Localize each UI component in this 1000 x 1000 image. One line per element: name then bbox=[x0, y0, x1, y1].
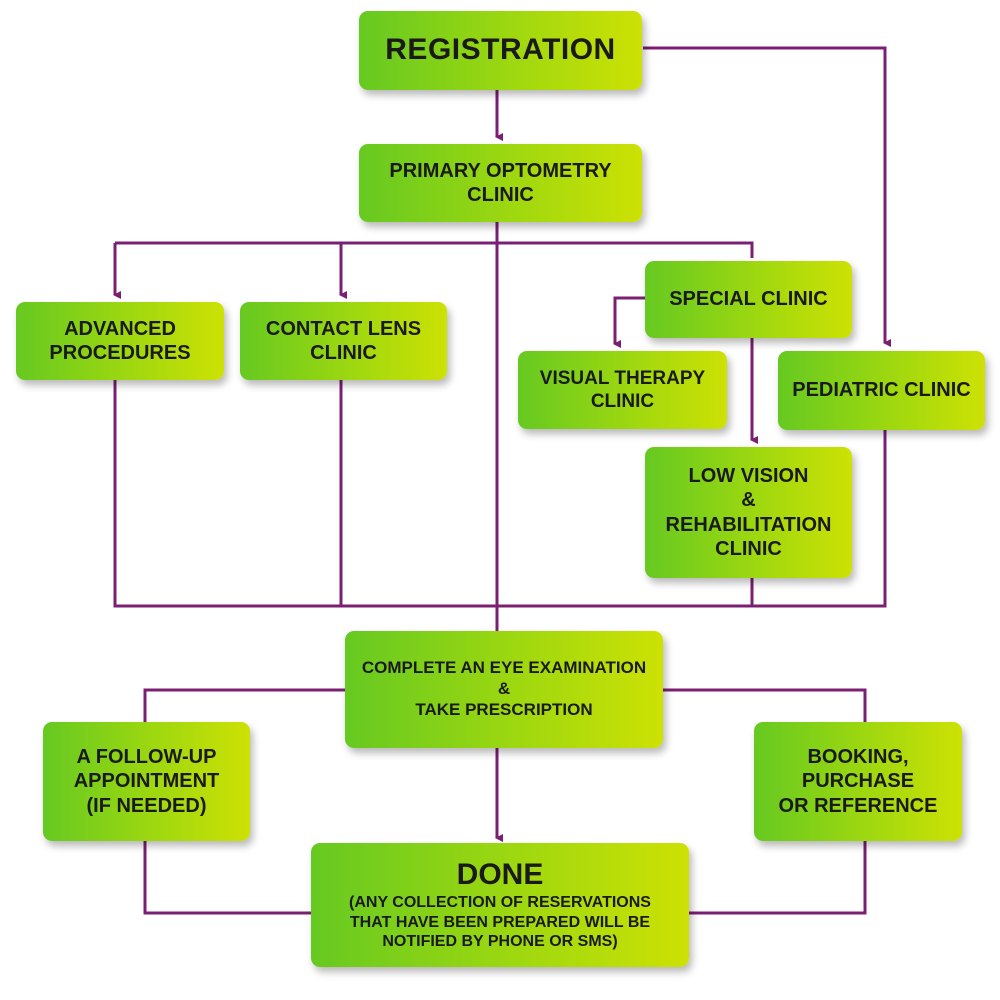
special-clinic-node: SPECIAL CLINIC bbox=[645, 261, 852, 338]
eye-examination-node: COMPLETE AN EYE EXAMINATION&TAKE PRESCRI… bbox=[345, 631, 663, 748]
done-title: DONE bbox=[456, 858, 544, 892]
special-clinic-label-line-1: SPECIAL CLINIC bbox=[669, 288, 828, 311]
done-line-3: NOTIFIED BY PHONE OR SMS) bbox=[382, 933, 618, 951]
connector-exam-booking bbox=[663, 688, 867, 722]
connector-exam-followup bbox=[143, 688, 345, 722]
eye-examination-label-line-1: COMPLETE AN EYE EXAMINATION bbox=[361, 658, 647, 678]
visual-therapy-clinic-label-line-1: VISUAL THERAPY bbox=[539, 367, 706, 389]
done-line-1: (ANY COLLECTION OF RESERVATIONS bbox=[349, 894, 651, 912]
primary-optometry-clinic-label-line-2: CLINIC bbox=[467, 184, 534, 206]
follow-up-appointment-label-line-2: APPOINTMENT bbox=[73, 770, 220, 793]
visual-therapy-clinic-label-line-2: CLINIC bbox=[590, 391, 655, 412]
registration-label-line-1: REGISTRATION bbox=[385, 33, 616, 67]
contact-lens-clinic-label-line-1: CONTACT LENS bbox=[265, 317, 422, 340]
pediatric-clinic-node: PEDIATRIC CLINIC bbox=[778, 351, 985, 430]
primary-optometry-clinic-label-line-1: PRIMARY OPTOMETRY bbox=[389, 159, 612, 182]
contact-lens-clinic-label-line-2: CLINIC bbox=[310, 342, 377, 364]
registration-node: REGISTRATION bbox=[359, 11, 642, 90]
eye-examination-label-line-3: TAKE PRESCRIPTION bbox=[415, 699, 593, 719]
booking-purchase-reference-label-line-3: OR REFERENCE bbox=[778, 794, 938, 817]
eye-examination-label-line-2: & bbox=[497, 679, 511, 699]
booking-purchase-reference-label-line-2: PURCHASE bbox=[801, 770, 915, 793]
advanced-procedures-label-line-2: PROCEDURES bbox=[49, 342, 191, 364]
connector-registration-pediatric bbox=[643, 46, 891, 347]
connector-primary-branch bbox=[115, 241, 754, 258]
pediatric-clinic-label-line-1: PEDIATRIC CLINIC bbox=[792, 379, 971, 402]
connector-booking-done bbox=[689, 841, 867, 915]
connector-special-visual bbox=[613, 296, 645, 348]
low-vision-rehabilitation-clinic-label-line-3: REHABILITATION bbox=[665, 513, 832, 536]
follow-up-appointment-label-line-3: (IF NEEDED) bbox=[86, 794, 207, 817]
low-vision-rehabilitation-clinic-label-line-1: LOW VISION bbox=[688, 464, 809, 487]
booking-purchase-reference-label-line-1: BOOKING, bbox=[807, 745, 909, 768]
connector-followup-done bbox=[143, 841, 311, 915]
follow-up-appointment-label-line-1: A FOLLOW-UP bbox=[76, 745, 217, 768]
done-node: DONE (ANY COLLECTION OF RESERVATIONS THA… bbox=[311, 843, 689, 967]
low-vision-rehabilitation-clinic-label-line-4: CLINIC bbox=[715, 537, 782, 560]
connector-advanced-bus bbox=[113, 380, 887, 608]
low-vision-rehabilitation-clinic-label-line-2: & bbox=[741, 489, 756, 512]
done-line-2: THAT HAVE BEEN PREPARED WILL BE bbox=[349, 913, 651, 931]
advanced-procedures-label-line-1: ADVANCED bbox=[64, 317, 176, 340]
